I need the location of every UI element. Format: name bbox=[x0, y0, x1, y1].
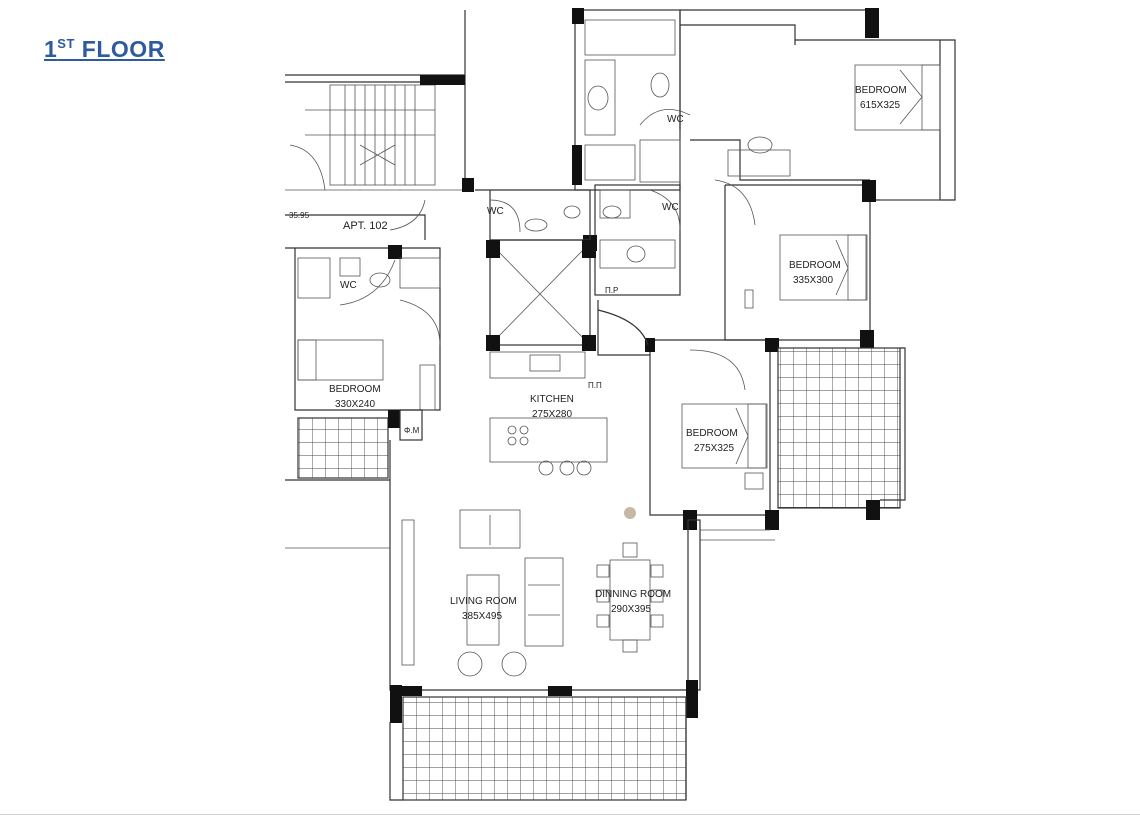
staircase bbox=[285, 10, 474, 192]
floor-title-text: FLOOR bbox=[74, 36, 165, 62]
left-bedroom-name: BEDROOM bbox=[329, 384, 381, 395]
dining-room-size: 290X395 bbox=[611, 604, 651, 615]
fm-label: Φ.Μ bbox=[404, 426, 420, 435]
living-dining bbox=[285, 300, 701, 691]
master-bedroom-size: 615X325 bbox=[860, 100, 900, 111]
bathroom-block-top bbox=[572, 8, 870, 191]
wc-label-top: WC bbox=[667, 114, 684, 125]
middle-bedroom-name: BEDROOM bbox=[686, 428, 738, 439]
master-bedroom bbox=[690, 8, 956, 201]
kitchen-size: 275X280 bbox=[532, 409, 572, 420]
middle-bedroom-size: 275X325 bbox=[694, 443, 734, 454]
kitchen-name: KITCHEN bbox=[530, 394, 574, 405]
dining-room-name: DINNING ROOM bbox=[595, 589, 671, 600]
bottom-balcony bbox=[389, 680, 698, 801]
middle-bedroom bbox=[645, 338, 779, 541]
living-room-size: 385X495 bbox=[462, 611, 502, 622]
floor-title: 1ST FLOOR bbox=[44, 36, 165, 63]
floor-title-number: 1 bbox=[44, 36, 58, 62]
living-room-name: LIVING ROOM bbox=[450, 596, 517, 607]
pr-label: Π.Ρ bbox=[605, 286, 618, 295]
wc-label-middle: WC bbox=[662, 202, 679, 213]
room-labels: BEDROOM 615X325 BEDROOM 335X300 BEDROOM … bbox=[289, 85, 907, 622]
kitchen-counters bbox=[489, 351, 608, 476]
apartment-name: APT. 102 bbox=[343, 220, 388, 232]
level-marker: 35.95 bbox=[289, 211, 310, 220]
left-balcony bbox=[285, 409, 423, 481]
elevator-shaft bbox=[486, 239, 596, 351]
master-bedroom-name: BEDROOM bbox=[855, 85, 907, 96]
pl-label: Π.Π bbox=[588, 381, 602, 390]
right-bedroom-size: 335X300 bbox=[793, 275, 833, 286]
bottom-divider bbox=[0, 814, 1140, 815]
right-bedroom-name: BEDROOM bbox=[789, 260, 841, 271]
floor-title-ordinal: ST bbox=[57, 36, 75, 51]
right-balcony bbox=[777, 347, 906, 520]
wc-label-left: WC bbox=[487, 206, 504, 217]
wc-label-bedroom: WC bbox=[340, 280, 357, 291]
left-bedroom-size: 330X240 bbox=[335, 399, 375, 410]
